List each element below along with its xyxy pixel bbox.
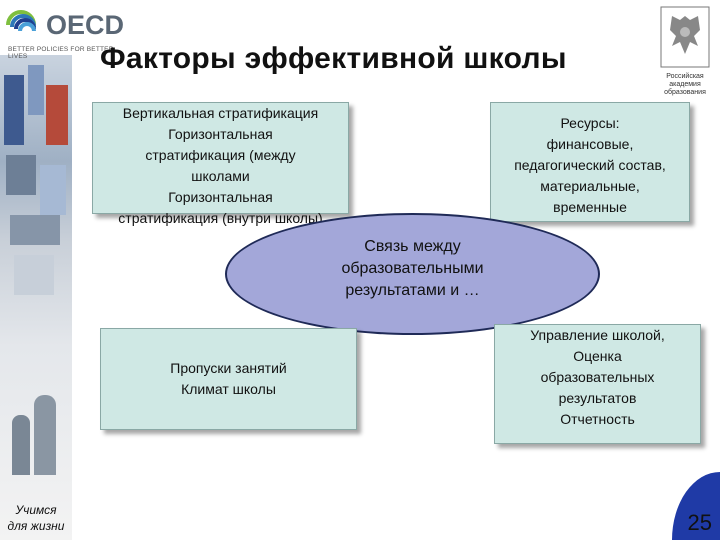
box-line: Отчетность (560, 411, 635, 427)
box-line: педагогический состав, (514, 157, 666, 173)
box-line: Горизонтальная (168, 126, 273, 142)
box-line: Пропуски занятий (170, 360, 287, 376)
eagle-emblem-icon (660, 6, 710, 68)
center-line: Связь между (364, 238, 461, 255)
sidebar-caption-line: для жизни (7, 519, 65, 533)
oecd-swirl-icon (6, 10, 36, 32)
box-line: Управление школой, (530, 327, 665, 343)
box-line: временные (553, 199, 627, 215)
emblem-caption-line: академия (669, 81, 701, 88)
box-stratification: Вертикальная стратификация Горизонтальна… (92, 102, 349, 226)
sidebar-photo-strip: Учимся для жизни (0, 55, 72, 540)
box-line: стратификация (внутри школы) (118, 210, 323, 226)
emblem-caption-line: образования (664, 89, 706, 96)
oecd-logo-text: OECD (46, 10, 125, 40)
oecd-logo: OECD BETTER POLICIES FOR BETTER LIVES (4, 6, 125, 60)
sidebar-caption: Учимся для жизни (0, 502, 72, 534)
sidebar-caption-line: Учимся (15, 503, 57, 517)
box-line: образовательных (540, 369, 655, 385)
center-ellipse (225, 213, 600, 335)
box-resources: Ресурсы: финансовые, педагогический сост… (490, 102, 690, 222)
page-number: 25 (687, 510, 712, 535)
center-line: результатами и … (345, 282, 480, 299)
academy-emblem: Российская академия образования (656, 6, 714, 102)
box-line: Горизонтальная (168, 189, 273, 205)
box-line: материальные, (540, 178, 640, 194)
box-line: Вертикальная стратификация (122, 105, 319, 121)
box-line: финансовые, (546, 136, 634, 152)
box-line: Климат школы (181, 381, 276, 397)
box-line: Ресурсы: (560, 115, 620, 131)
box-management: Управление школой, Оценка образовательны… (494, 324, 701, 444)
emblem-caption-line: Российская (666, 73, 704, 80)
oecd-tagline: BETTER POLICIES FOR BETTER LIVES (8, 46, 114, 60)
page-title: Факторы эффективной школы (100, 42, 567, 75)
box-line: школами (191, 168, 250, 184)
emblem-caption: Российская академия образования (656, 73, 714, 97)
box-attendance-climate: Пропуски занятий Климат школы (100, 328, 357, 430)
box-line: стратификация (между (145, 147, 296, 163)
center-line: образовательными (341, 260, 484, 277)
box-line: Оценка (573, 348, 622, 364)
center-ellipse-text: Связь между образовательными результатам… (300, 236, 525, 302)
box-line: результатов (558, 390, 637, 406)
